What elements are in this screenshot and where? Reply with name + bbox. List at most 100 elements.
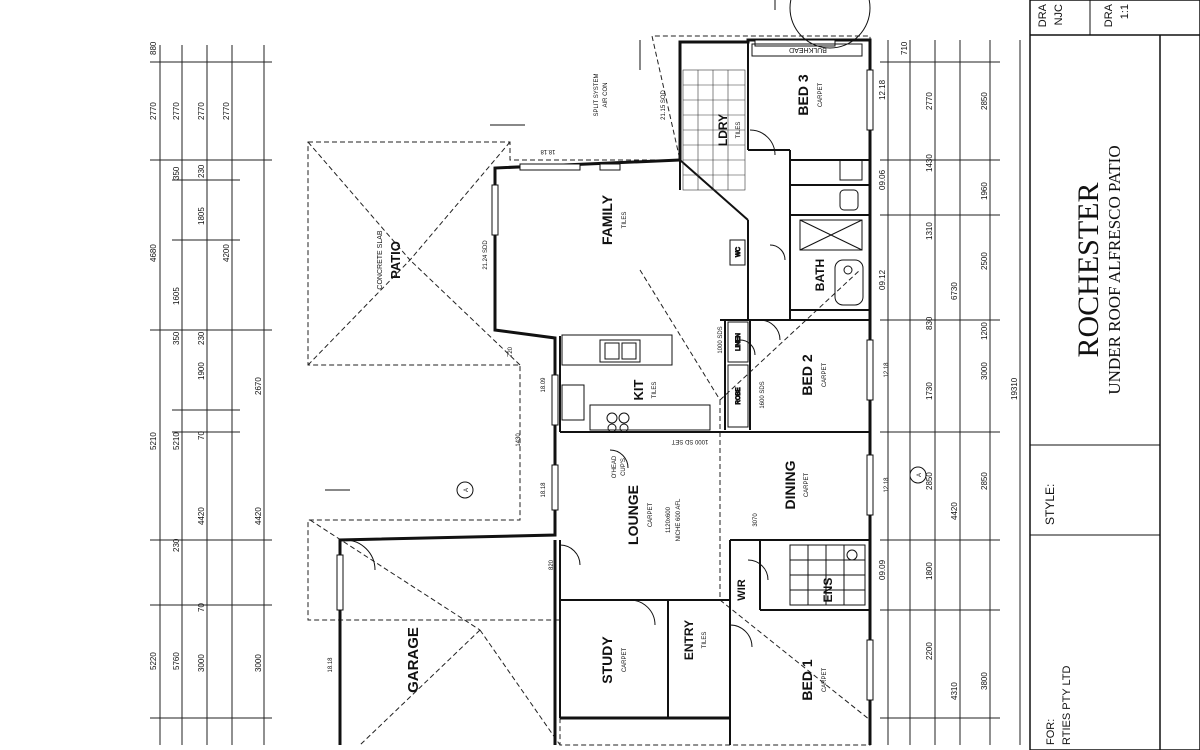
rdim-0909: 09.09: [878, 559, 887, 580]
room-bed2: BED 2 CARPET: [799, 354, 828, 395]
room-entry: ENTRY TILES: [682, 620, 708, 660]
dim-5760: 5760: [172, 652, 181, 670]
room-bed1: BED 1 CARPET: [799, 659, 828, 700]
rdim-1800: 1800: [925, 562, 934, 580]
dim-2770b: 2770: [172, 102, 181, 120]
wall-code-11: 1600 SDS: [760, 381, 766, 408]
dim-3000: 3000: [197, 654, 206, 672]
dim-5220: 5220: [149, 652, 158, 670]
dim-1900: 1900: [197, 362, 206, 380]
air-con-label: AIR CON: [603, 82, 609, 107]
dim-230: 230: [172, 538, 181, 552]
room-wir-name: WIR: [736, 579, 748, 600]
niche-label: NICHE 600 AFL: [676, 498, 682, 541]
room-bed3: BED 3 CARPET: [795, 74, 824, 115]
dim-350: 350: [172, 166, 181, 180]
dim-4680: 4680: [149, 244, 158, 262]
wall-code-15: 820: [549, 559, 555, 570]
linen-label: LINEN: [736, 333, 742, 351]
room-study-finish: CARPET: [622, 648, 628, 673]
scale-label: DRA: [1103, 3, 1115, 27]
internal-walls: [559, 42, 870, 745]
title-block: DRA NJC DRA 1:1 ROCHESTER UNDER ROOF ALF…: [1029, 0, 1200, 750]
client-name: RTIES PTY LTD: [1061, 665, 1073, 745]
wall-code-6: 12.18: [884, 362, 890, 378]
rdim-2850b: 2850: [980, 472, 989, 490]
rdim-4310: 4310: [950, 682, 959, 700]
room-patio-name: PATIO: [388, 241, 403, 279]
linen-robe-cupboards: LINEN ROBE WC: [727, 239, 749, 428]
dim-1805: 1805: [197, 207, 206, 225]
wall-code-9: 3070: [753, 513, 759, 527]
room-entry-finish: TILES: [702, 632, 708, 649]
room-bed2-name: BED 2: [799, 354, 815, 395]
roof-lines: [307, 35, 871, 746]
room-lounge: LOUNGE CARPET: [625, 485, 654, 545]
rdim-2850a: 2850: [980, 92, 989, 110]
room-entry-name: ENTRY: [682, 620, 696, 660]
dim-5210: 5210: [149, 432, 158, 450]
room-ldry: LDRY TILES: [716, 114, 742, 146]
rdim-total: 19310: [1010, 377, 1019, 400]
room-bed1-finish: CARPET: [822, 668, 828, 693]
dim-2770: 2770: [149, 102, 158, 120]
room-kit: KIT TILES: [631, 379, 658, 400]
right-dimension-lines: [880, 40, 1021, 745]
left-dimension-lines: [150, 45, 272, 745]
wall-code-8: 18.18: [328, 657, 334, 673]
rdim-1200: 1200: [980, 322, 989, 340]
room-ens: ENS: [821, 578, 835, 603]
design-variant: UNDER ROOF ALFRESCO PATIO: [1105, 145, 1124, 394]
room-family-name: FAMILY: [599, 194, 615, 245]
rdim-3800: 3800: [980, 672, 989, 690]
room-patio-finish: CONCRETE SLAB: [377, 230, 384, 289]
wall-code-4: 18.09: [541, 377, 547, 393]
room-ldry-name: LDRY: [716, 114, 730, 146]
for-label: FOR:: [1045, 719, 1057, 745]
rdim-1960: 1960: [980, 182, 989, 200]
rdim-0912: 09.12: [878, 269, 887, 290]
windows: [336, 39, 874, 701]
room-garage-name: GARAGE: [405, 627, 422, 693]
wall-code-3: 21.24 SDD: [483, 240, 489, 270]
dim-2770d: 2770: [222, 102, 231, 120]
room-labels: BED 3 CARPET LDRY TILES FAMILY TILES CON…: [377, 74, 835, 700]
corner-marks: [325, 0, 871, 491]
room-lounge-name: LOUNGE: [625, 485, 641, 545]
room-bed2-finish: CARPET: [822, 363, 828, 388]
dim-70: 70: [197, 431, 206, 440]
room-bath: BATH: [813, 259, 827, 291]
dim-4200: 4200: [222, 244, 231, 262]
kitchen-fixtures: [561, 334, 711, 433]
bath-fixtures: [799, 159, 864, 306]
dim-5210b: 5210: [172, 432, 181, 450]
scale-value: 1:1: [1119, 4, 1131, 19]
section-marker-left: A: [464, 488, 470, 492]
room-ldry-finish: TILES: [736, 122, 742, 139]
wall-code-13: 1430: [516, 433, 522, 447]
rdim-1430: 1430: [925, 154, 934, 172]
rdim-2770: 2770: [925, 92, 934, 110]
room-family-finish: TILES: [622, 212, 628, 229]
rdim-2200: 2200: [925, 642, 934, 660]
room-bed3-finish: CARPET: [818, 83, 824, 108]
wc-label: WC: [736, 246, 742, 257]
robe-label: ROBE: [736, 387, 742, 404]
rdim-2850: 2850: [925, 472, 934, 490]
rdim-830: 830: [925, 316, 934, 330]
room-ens-name: ENS: [821, 578, 835, 603]
wall-code-14: 720: [508, 346, 514, 357]
section-marker-right: A: [917, 473, 923, 477]
room-study: STUDY CARPET: [599, 636, 628, 684]
room-study-name: STUDY: [599, 636, 615, 684]
room-wir: WIR: [736, 579, 748, 600]
dim-230b: 230: [197, 164, 206, 178]
left-dimension-text: 880 2770 4680 5210 5220 2770 350 1605 35…: [149, 41, 263, 672]
dim-4420b: 4420: [254, 507, 263, 525]
rdim-4420: 4420: [950, 502, 959, 520]
dim-1605: 1605: [172, 287, 181, 305]
rdim-6730: 6730: [950, 282, 959, 300]
dim-350b: 350: [172, 331, 181, 345]
door-swings: [344, 129, 786, 648]
